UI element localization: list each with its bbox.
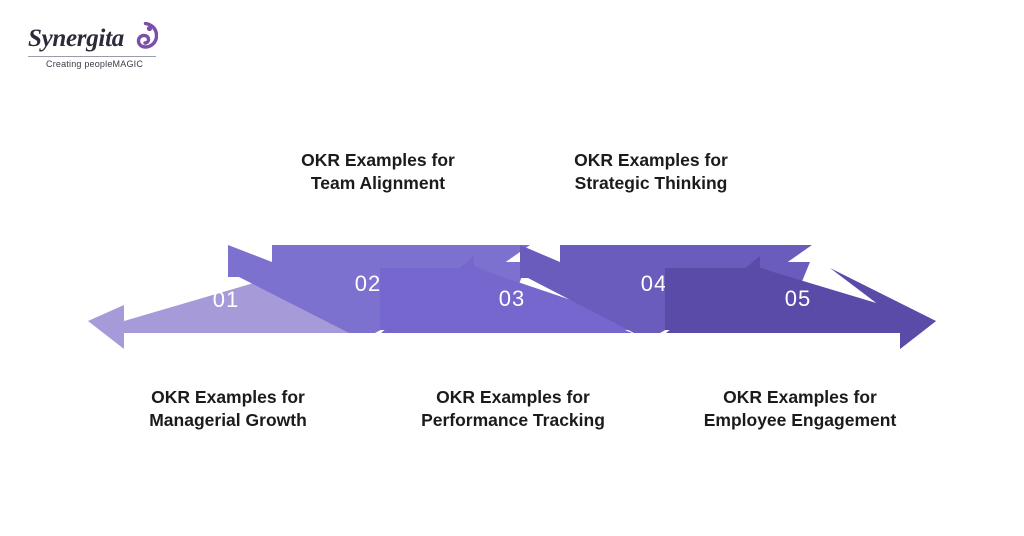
caption-step-01-line2: Managerial Growth — [149, 410, 307, 431]
band-step-05[interactable]: 05 — [665, 256, 936, 349]
logo-divider — [28, 56, 156, 57]
caption-step-02: OKR Examples for Team Alignment — [268, 149, 488, 195]
caption-step-04: OKR Examples for Strategic Thinking — [541, 149, 761, 195]
logo-wordmark: Synergita — [28, 25, 124, 52]
band-step-03[interactable]: 03 — [380, 256, 660, 333]
band-number-01: 01 — [213, 287, 239, 312]
caption-step-01-line1: OKR Examples for — [151, 387, 305, 407]
caption-step-05-line1: OKR Examples for — [723, 387, 877, 407]
band-number-02: 02 — [355, 271, 381, 296]
swirl-icon — [136, 22, 158, 49]
caption-step-03-line2: Performance Tracking — [421, 410, 605, 431]
band-number-03: 03 — [499, 286, 525, 311]
logo-tagline: Creating peopleMAGIC — [46, 59, 144, 69]
caption-step-05-line2: Employee Engagement — [703, 410, 897, 431]
caption-step-04-line2: Strategic Thinking — [574, 173, 728, 194]
caption-step-02-line1: OKR Examples for — [301, 150, 455, 170]
brand-logo: Synergita Creating peopleMAGIC — [28, 22, 158, 76]
band-shape-03-body — [380, 268, 660, 330]
caption-step-03-line1: OKR Examples for — [436, 387, 590, 407]
band-shape-05-body — [665, 268, 900, 330]
caption-step-04-line1: OKR Examples for — [574, 150, 728, 170]
caption-step-02-line2: Team Alignment — [310, 173, 446, 194]
caption-step-05: OKR Examples for Employee Engagement — [690, 386, 910, 432]
band-arrowhead-05 — [830, 268, 936, 349]
caption-step-03: OKR Examples for Performance Tracking — [403, 386, 623, 432]
caption-step-01: OKR Examples for Managerial Growth — [118, 386, 338, 432]
band-number-05: 05 — [785, 286, 811, 311]
band-number-04: 04 — [641, 271, 667, 296]
